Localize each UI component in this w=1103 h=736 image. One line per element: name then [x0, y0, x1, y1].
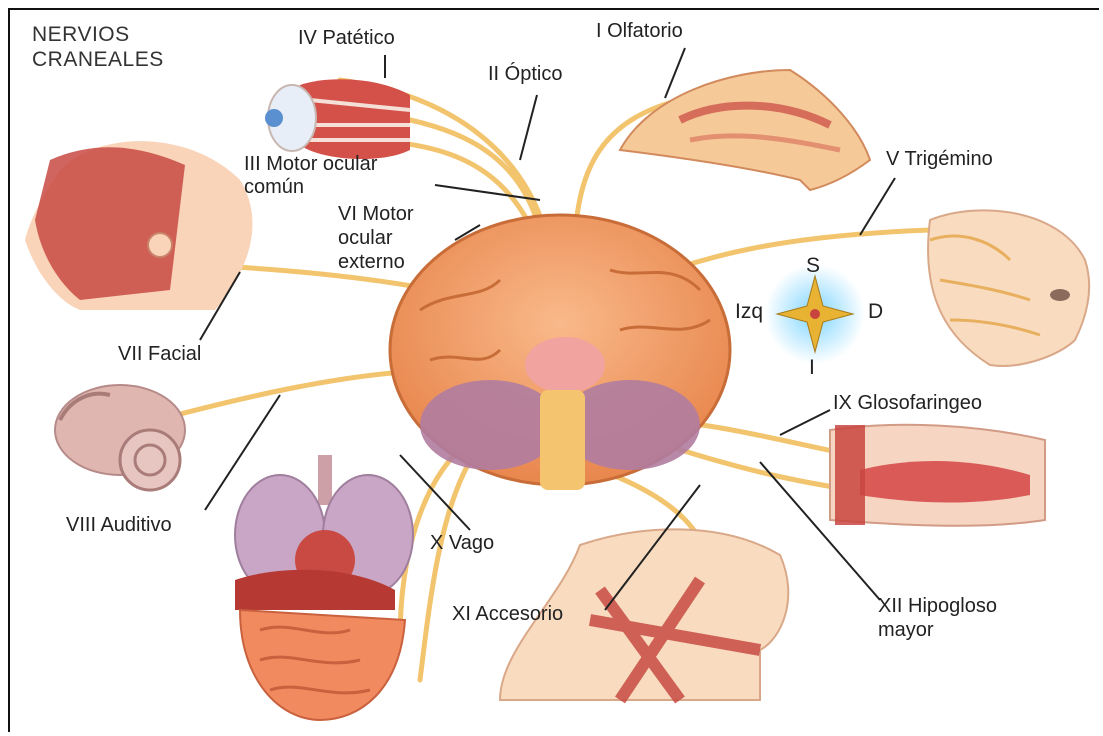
label-xii-line-1: XII Hipogloso	[878, 595, 997, 617]
thoracic-abdominal-organs-illustration	[235, 455, 413, 720]
mouth-tongue-illustration	[830, 425, 1045, 526]
label-v-trigeminal: V Trigémino	[886, 148, 993, 170]
head-right-illustration	[928, 210, 1089, 366]
compass-west-label: Izq	[735, 300, 763, 324]
label-iv-pathetic: IV Patético	[298, 27, 395, 49]
label-xi-accessory: XI Accesorio	[452, 603, 563, 625]
compass-south-label: I	[809, 356, 815, 380]
label-x-vagus: X Vago	[430, 532, 494, 554]
head-left-illustration	[25, 141, 252, 310]
label-iii-line-2: común	[244, 176, 304, 198]
diagram-title: NERVIOS CRANEALES	[32, 22, 164, 72]
label-vii-facial: VII Facial	[118, 343, 201, 365]
label-ii-optic: II Óptico	[488, 63, 562, 85]
label-vi-line-1: VI Motor	[338, 203, 414, 225]
label-vi-line-2: ocular	[338, 227, 392, 249]
nasal-cavity-illustration	[620, 70, 870, 190]
inner-ear-illustration	[55, 385, 185, 490]
brain-illustration	[390, 215, 730, 490]
label-viii-auditory: VIII Auditivo	[66, 514, 172, 536]
label-i-olfactory: I Olfatorio	[596, 20, 683, 42]
title-line-1: NERVIOS	[32, 22, 164, 47]
label-xii-line-2: mayor	[878, 619, 934, 641]
label-ix-glossopharyngeal: IX Glosofaringeo	[833, 392, 982, 414]
compass-east-label: D	[868, 300, 883, 324]
title-line-2: CRANEALES	[32, 47, 164, 72]
label-iii-line-1: III Motor ocular	[244, 153, 377, 175]
label-vi-line-3: externo	[338, 251, 405, 273]
compass-rose	[765, 264, 865, 364]
compass-north-label: S	[806, 254, 820, 278]
eye-illustration	[265, 79, 410, 159]
